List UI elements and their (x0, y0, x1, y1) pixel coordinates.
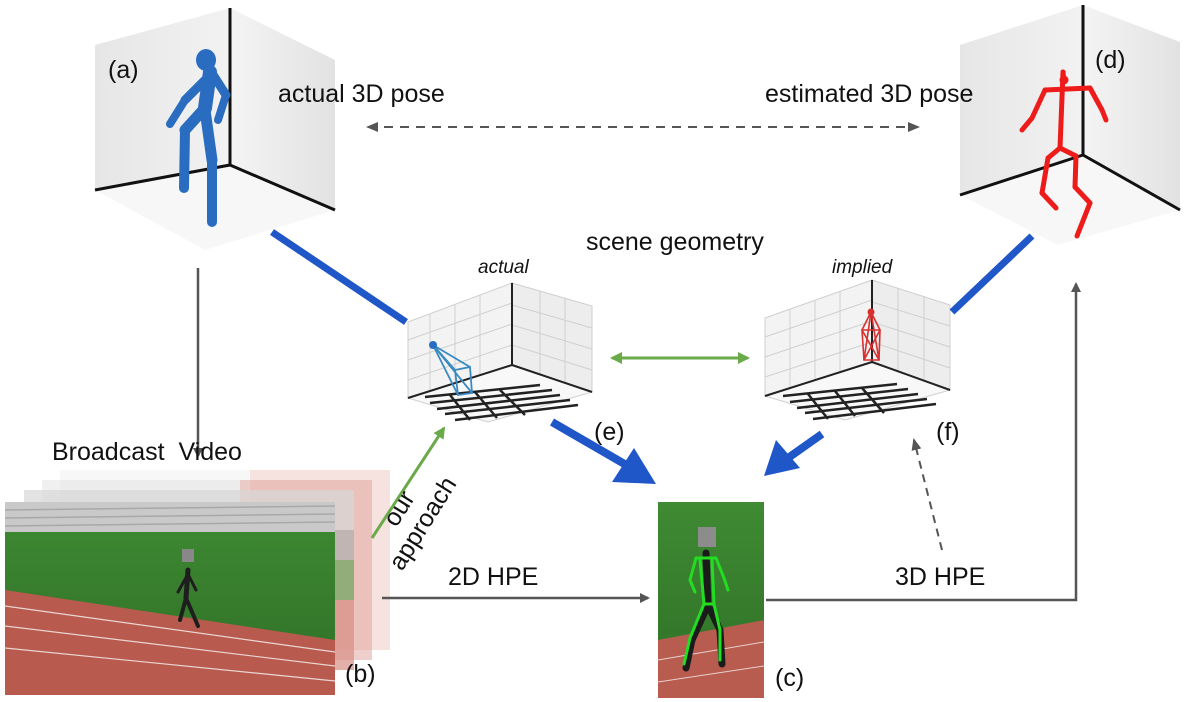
blue-link-d-f (949, 233, 1035, 315)
panel-e-caption: actual (478, 257, 529, 278)
blue-arrow-e-c (549, 418, 656, 484)
blue-arrow-f-c (764, 430, 825, 476)
actual-pose-caption: actual 3D pose (278, 80, 445, 108)
blue-pose (166, 49, 231, 227)
video-frame-stack (4, 470, 390, 695)
panel-f-label: (f) (936, 418, 960, 446)
panel-b-label: (b) (345, 660, 376, 688)
panel-e-label: (e) (594, 418, 625, 446)
panel-d-label: (d) (1095, 46, 1126, 74)
scene-geometry-label: scene geometry (586, 228, 764, 256)
runner-figure-b (176, 549, 200, 628)
panel-c-label: (c) (775, 664, 805, 692)
arrow-3d-hpe-implied (911, 438, 943, 551)
our-approach-arrow (370, 426, 446, 539)
panel-a-label: (a) (108, 56, 139, 84)
blue-link-a-e (270, 229, 408, 325)
panel-d-cube (959, 5, 1181, 245)
panel-e-scene (406, 282, 594, 423)
cropped-runner-image (657, 502, 765, 698)
arrow-3d-hpe (766, 282, 1081, 602)
estimated-pose-caption: estimated 3D pose (765, 80, 974, 108)
broadcast-video-caption: Broadcast Video (52, 438, 242, 466)
panel-a-cube (94, 8, 336, 250)
panel-f-scene (763, 279, 952, 421)
red-pose (1019, 69, 1109, 239)
hpe-2d-label: 2D HPE (448, 563, 539, 591)
hpe-3d-label: 3D HPE (895, 563, 986, 591)
skeleton-2d (682, 556, 730, 666)
panel-f-caption: implied (832, 257, 893, 278)
